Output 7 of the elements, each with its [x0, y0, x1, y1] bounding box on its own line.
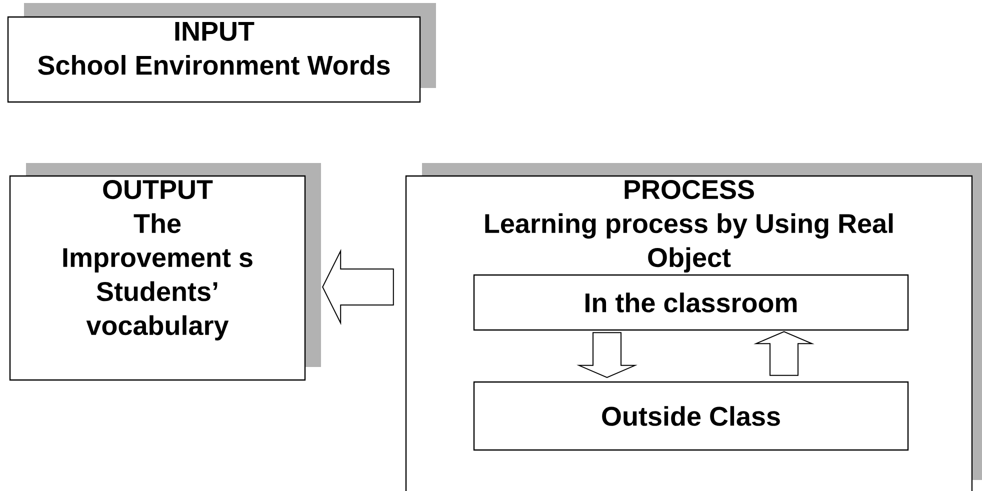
step-box: Outside Class [473, 381, 909, 451]
block-arrow [322, 248, 394, 326]
block-arrow [576, 332, 638, 378]
input-box: INPUT School Environment Words [7, 16, 421, 103]
output-box: OUTPUT The Improvement s Students’ vocabulary [9, 175, 306, 381]
block-arrow [754, 331, 814, 376]
step-box: In the classroom [473, 274, 909, 331]
